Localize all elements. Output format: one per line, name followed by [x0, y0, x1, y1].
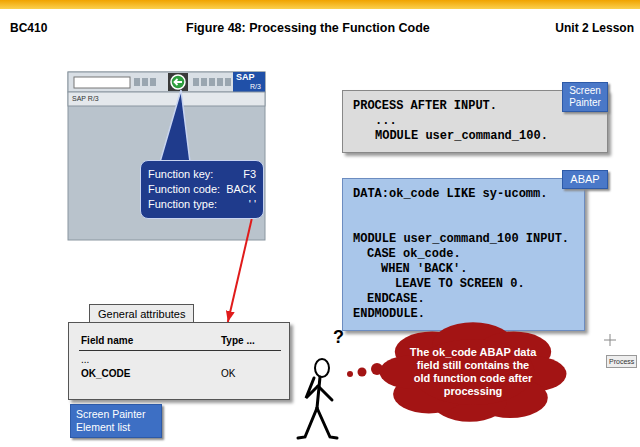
svg-part: [315, 359, 329, 377]
cloud-text: The ok_code ABAP data field still contai…: [408, 346, 538, 398]
svg-part: [217, 78, 223, 86]
svg-part: [193, 78, 199, 86]
back-button: [171, 75, 185, 89]
sap-logo: [233, 72, 265, 92]
toolbar-icons: [134, 78, 231, 86]
code-line: WHEN 'BACK'.: [381, 262, 574, 277]
code-line: MODULE user_command_100 INPUT.: [353, 232, 574, 247]
column-header: Field name: [81, 335, 133, 347]
attr-value: BACK: [226, 182, 256, 197]
header-rule: [79, 350, 281, 351]
title-bar: [68, 92, 265, 106]
svg-part: [298, 408, 317, 438]
svg-part: [358, 368, 367, 377]
callout-pointer: [160, 90, 190, 162]
attr-value: F3: [243, 167, 256, 182]
tag-text: Screen Painter Element list: [76, 408, 156, 434]
course-code: BC410: [10, 21, 47, 35]
attr-name: Function code:: [148, 182, 220, 197]
button-frame: [168, 73, 188, 91]
svg-part: [306, 378, 318, 398]
code-line: DATA:ok_code LIKE sy-ucomm.: [353, 187, 574, 202]
red-arrow: [228, 219, 252, 322]
attr-name: Function type:: [148, 197, 220, 212]
figure-title: Figure 48: Processing the Function Code: [186, 21, 430, 35]
stick-figure: [298, 359, 337, 438]
code-line: ...: [375, 114, 597, 129]
abap-code: DATA:ok_code LIKE sy-ucomm. MODULE user_c…: [342, 178, 585, 331]
attr-value: ' ': [249, 197, 256, 212]
window-title: SAP R/3: [72, 94, 99, 103]
svg-part: [201, 78, 207, 86]
tag-label: Screen Painter Element list: [70, 404, 162, 438]
code-line: LEAVE TO SCREEN 0.: [395, 277, 574, 292]
folder-tab: General attributes: [89, 304, 194, 322]
code-line: CASE ok_code.: [367, 247, 574, 262]
column-header: Type ...: [221, 335, 255, 347]
tag-text: Screen Painter: [567, 85, 603, 109]
unit-label: Unit 2 Lesson: [555, 21, 634, 35]
tooltip-text: Process: [606, 355, 637, 368]
svg-part: [347, 371, 353, 377]
svg-part: [318, 386, 332, 400]
function-callout: Function key: F3Function code: BACK Functio…: [140, 160, 264, 219]
command-field: [74, 77, 130, 88]
logo-text: R/3: [250, 82, 261, 91]
code-line: PROCESS AFTER INPUT.: [353, 99, 597, 114]
sap-window: [68, 72, 265, 240]
code-line: MODULE user_command_100.: [375, 129, 597, 144]
attr-name: Function key:: [148, 167, 220, 182]
svg-part: [209, 78, 215, 86]
thought-cloud: The ok_code ABAP data field still contai…: [388, 326, 558, 418]
svg-part: [150, 78, 156, 86]
tag-text: ABAP: [567, 173, 603, 186]
back-arrow: [175, 79, 183, 85]
code-line: ENDCASE.: [367, 292, 574, 307]
element-list-box: General attributesField nameType ......O…: [68, 322, 290, 400]
table-cell: ...: [81, 354, 89, 366]
code-line: ENDMODULE.: [353, 307, 574, 322]
sap-toolbar: [68, 72, 265, 92]
header-bar: [0, 0, 640, 9]
logo-text: SAP: [236, 72, 255, 82]
svg-part: [317, 408, 337, 438]
table-cell: OK: [221, 368, 235, 380]
svg-part: [317, 377, 320, 408]
svg-part: [225, 78, 231, 86]
svg-part: [142, 78, 148, 86]
thought-bubbles: [347, 363, 383, 377]
tag-label: ABAP: [562, 170, 608, 189]
sap-screen: SAP R/3Function key: F3Function code: BACK…: [68, 72, 265, 240]
svg-part: [134, 78, 140, 86]
svg-part: [604, 334, 616, 346]
table-cell: OK_CODE: [81, 368, 130, 380]
crosshair: [604, 334, 616, 346]
tag-label: Screen Painter: [562, 82, 608, 112]
